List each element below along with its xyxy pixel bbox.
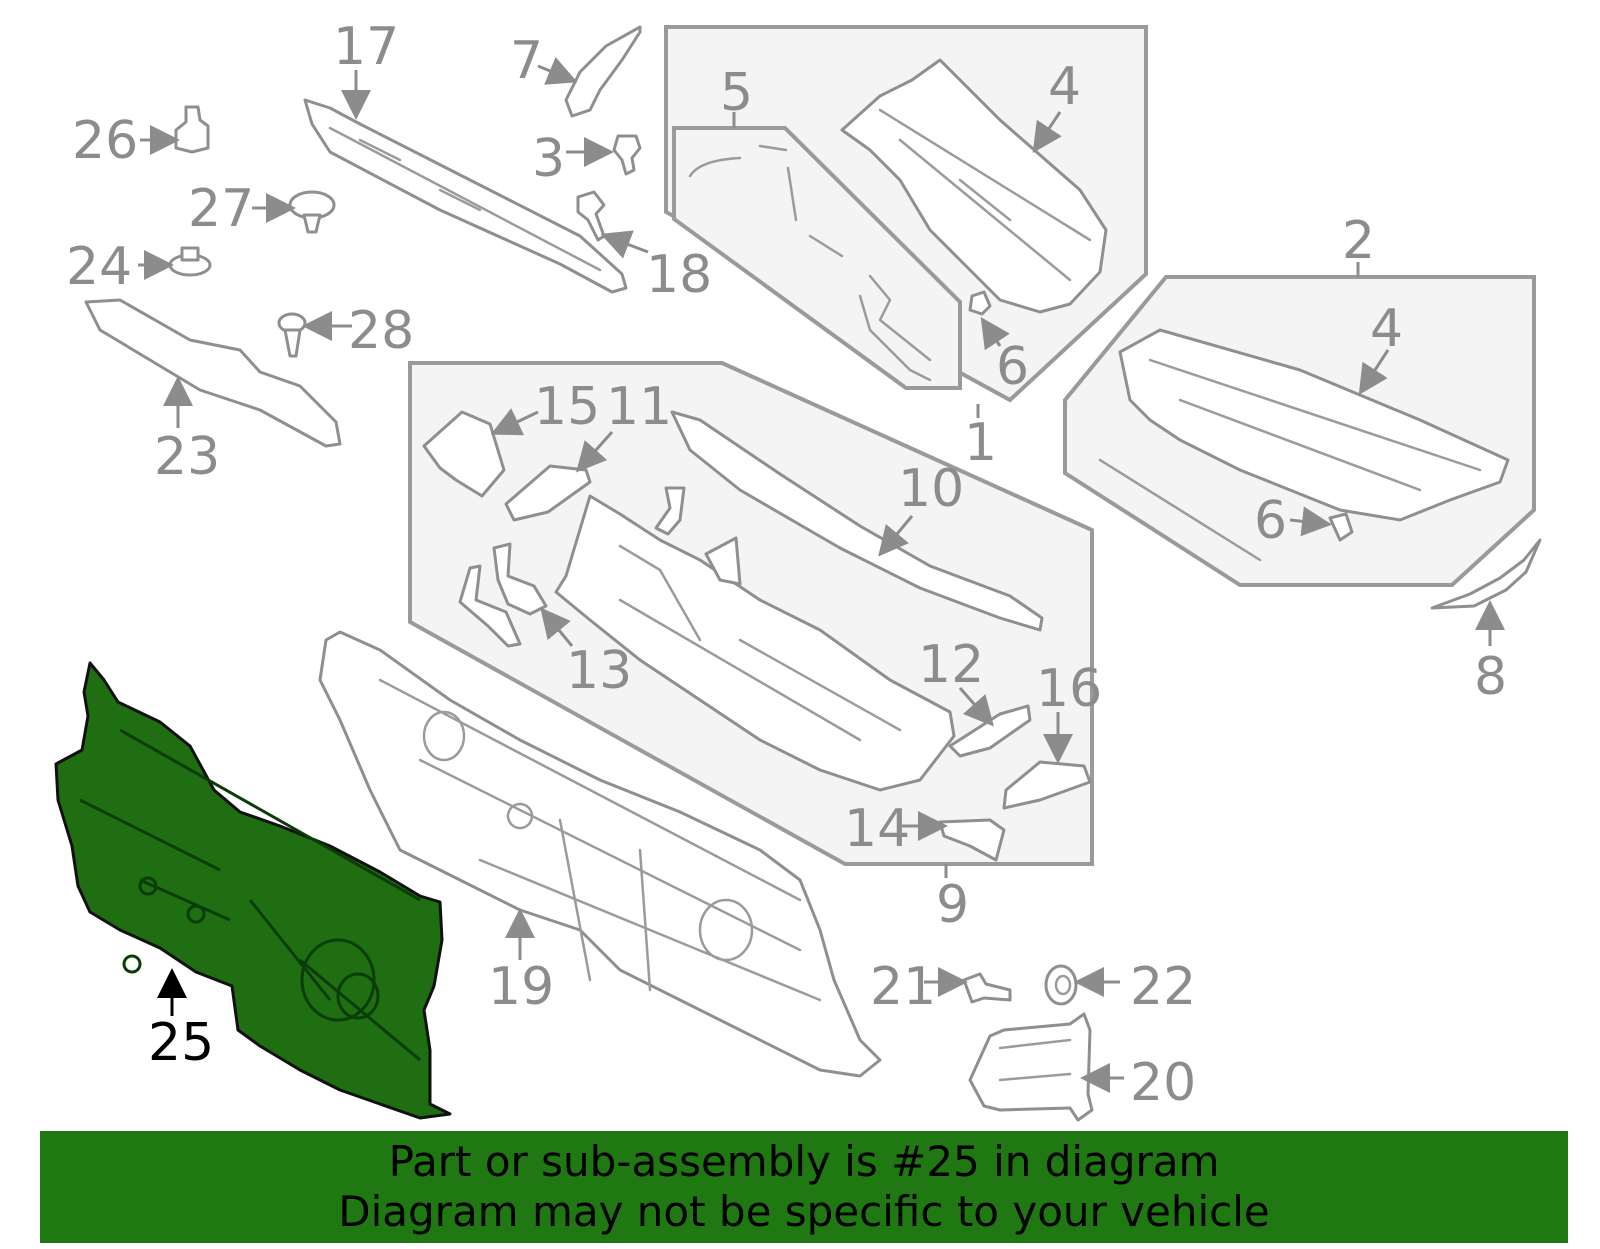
- leader-4a: [1032, 111, 1062, 153]
- callout-28: 28: [348, 301, 414, 361]
- callout-27: 27: [188, 179, 254, 239]
- callout-15: 15: [534, 377, 600, 437]
- leader-7: [537, 56, 578, 85]
- part-16-bracket: [1002, 760, 1092, 810]
- callout-2: 2: [1342, 211, 1375, 271]
- callout-19: 19: [488, 957, 554, 1017]
- callout-7: 7: [510, 31, 543, 91]
- leader-15: [490, 408, 539, 436]
- banner-line-1: Part or sub-assembly is #25 in diagram: [388, 1137, 1220, 1186]
- callout-17: 17: [333, 17, 399, 77]
- callout-24: 24: [66, 237, 132, 297]
- part-27-clip: [288, 190, 336, 234]
- leader-11: [576, 431, 614, 473]
- callout-14: 14: [844, 799, 910, 859]
- part-8-shape: [1430, 538, 1542, 610]
- callout-5: 5: [720, 63, 753, 123]
- part-12-bracket: [948, 704, 1032, 758]
- part-23-shape: [84, 298, 342, 448]
- part-15-bracket: [422, 410, 506, 498]
- leader-4b: [1358, 349, 1390, 396]
- part-5-hose: [688, 144, 932, 382]
- part-3-clip: [612, 134, 642, 176]
- part-21-bolt: [962, 972, 1012, 1004]
- callout-3: 3: [532, 129, 565, 189]
- part-cowl-lower: [554, 494, 956, 792]
- group-box-5: [672, 126, 962, 390]
- part-22-nut: [1044, 964, 1078, 1006]
- part-7-shape: [564, 25, 642, 118]
- part-17-shape: [303, 98, 628, 294]
- part-11-bracket: [504, 464, 592, 522]
- banner-line-2: Diagram may not be specific to your vehi…: [338, 1187, 1270, 1236]
- callout-8: 8: [1474, 647, 1507, 707]
- leader-6b: [1289, 506, 1332, 537]
- callout-25: 25: [148, 1013, 214, 1073]
- leader-18: [600, 230, 649, 259]
- part-2-cowl-panel: [1118, 328, 1510, 522]
- callout-1: 1: [964, 413, 997, 473]
- callout-23: 23: [154, 427, 220, 487]
- part-18-bolt: [576, 190, 606, 242]
- callout-10: 10: [898, 459, 964, 519]
- callout-9: 9: [936, 875, 969, 935]
- part-24-nut: [168, 246, 212, 277]
- callout-4b: 4: [1370, 299, 1403, 359]
- part-28-clip: [277, 312, 307, 358]
- callout-12: 12: [918, 635, 984, 695]
- leader-10: [878, 515, 914, 557]
- part-1-cowl-panel: [840, 58, 1108, 314]
- callout-16: 16: [1036, 659, 1102, 719]
- callout-21: 21: [870, 957, 936, 1017]
- callout-4a: 4: [1048, 57, 1081, 117]
- callout-6a: 6: [996, 337, 1029, 397]
- callout-6b: 6: [1254, 491, 1287, 551]
- callout-11: 11: [606, 377, 672, 437]
- part-10-shape: [670, 410, 1044, 632]
- callout-20: 20: [1130, 1053, 1196, 1113]
- callout-13: 13: [566, 641, 632, 701]
- part-13-bracket: [492, 542, 548, 616]
- leader-13: [540, 607, 574, 647]
- leader-12: [958, 687, 994, 727]
- leader-6a: [980, 317, 1010, 351]
- callout-22: 22: [1130, 957, 1196, 1017]
- info-banner: Part or sub-assembly is #25 in diagram D…: [40, 1131, 1568, 1243]
- part-20-bracket: [968, 1012, 1094, 1122]
- part-26-fastener: [174, 105, 210, 154]
- callout-26: 26: [72, 111, 138, 171]
- part-19-dash-panel: [318, 630, 882, 1078]
- callout-18: 18: [646, 245, 712, 305]
